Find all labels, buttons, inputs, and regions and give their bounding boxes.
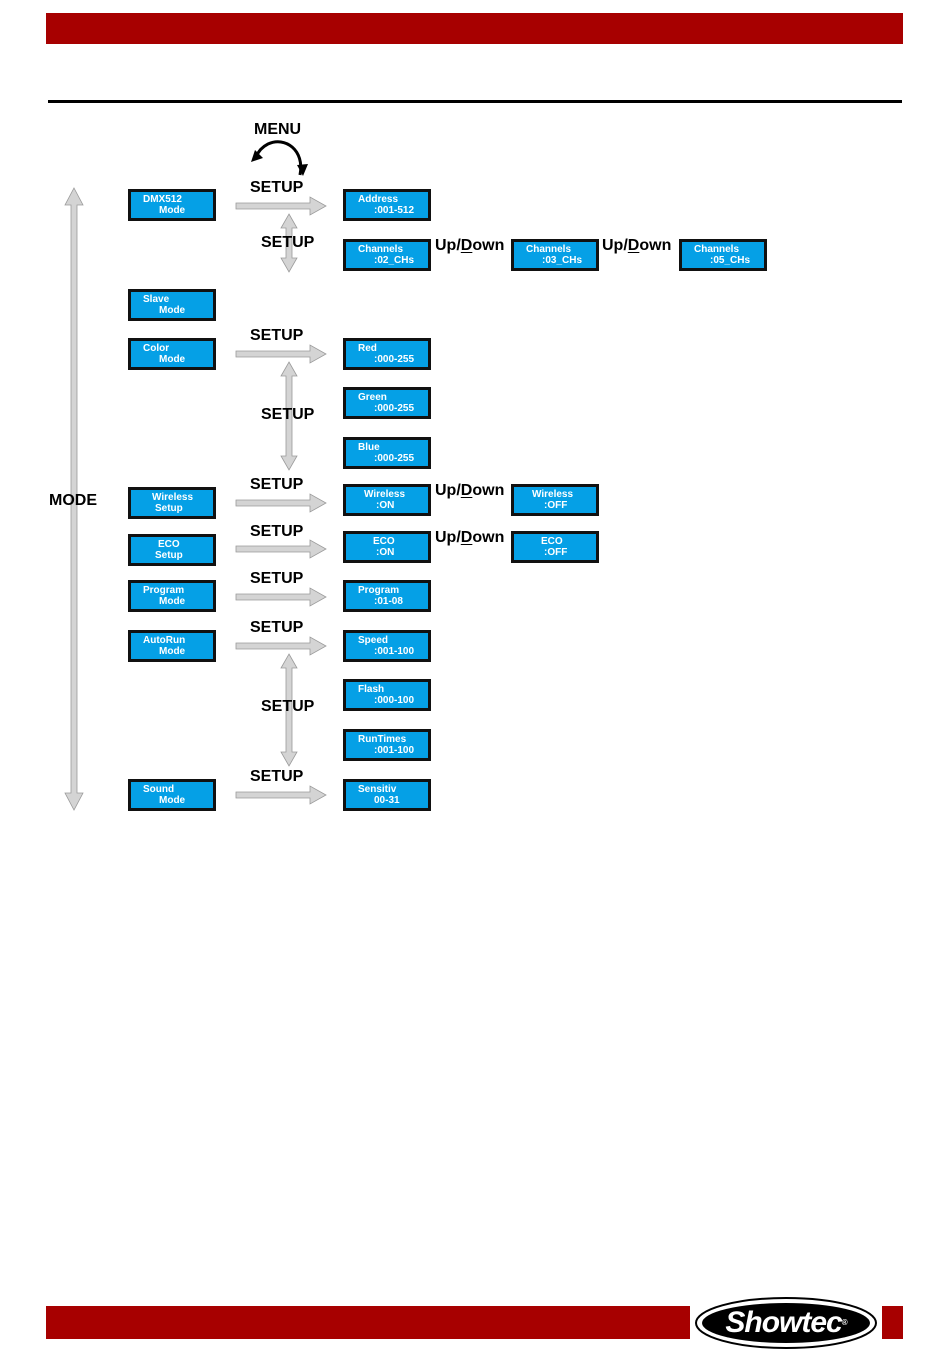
lcd-channels-03: Channels :03_CHs — [511, 239, 599, 271]
lcd-speed: Speed :001-100 — [343, 630, 431, 662]
setup-arrow-program — [235, 587, 327, 607]
updown-label-eco: Up/Down — [435, 529, 505, 546]
setup-vertical-arrow-dmx — [280, 213, 298, 273]
lcd-blue: Blue :000-255 — [343, 437, 431, 469]
lcd-flash: Flash :000-100 — [343, 679, 431, 711]
mode-vertical-arrow — [64, 187, 84, 811]
setup-vertical-arrow-color — [280, 361, 298, 471]
updown-label-channels-2: Up/Down — [602, 237, 672, 254]
menu-curved-arrow — [254, 140, 303, 176]
lcd-mode-color: Color Mode — [128, 338, 216, 370]
lcd-green: Green :000-255 — [343, 387, 431, 419]
setup-label-channels: SETUP — [261, 234, 315, 251]
setup-arrow-color — [235, 344, 327, 364]
showtec-logo — [695, 1297, 877, 1349]
menu-label: MENU — [254, 121, 302, 138]
setup-label-color: SETUP — [250, 327, 304, 344]
setup-arrow-wireless — [235, 493, 327, 513]
logo-text-main: Show — [725, 1306, 802, 1339]
setup-label-wireless: SETUP — [250, 476, 304, 493]
header-bar — [46, 13, 903, 44]
setup-label-sound: SETUP — [250, 768, 304, 785]
setup-label-color-cycle: SETUP — [261, 406, 315, 423]
logo-wordmark: Showtec® — [694, 1304, 878, 1342]
setup-label-autorun: SETUP — [250, 619, 304, 636]
setup-arrow-eco — [235, 539, 327, 559]
lcd-mode-sound: Sound Mode — [128, 779, 216, 811]
lcd-mode-program: Program Mode — [128, 580, 216, 612]
lcd-wireless-on: Wireless :ON — [343, 484, 431, 516]
setup-label-autorun-cycle: SETUP — [261, 698, 315, 715]
setup-label-dmx: SETUP — [250, 179, 304, 196]
setup-arrow-dmx — [235, 196, 327, 216]
setup-arrow-autorun — [235, 636, 327, 656]
lcd-eco-off: ECO :OFF — [511, 531, 599, 563]
lcd-mode-wireless: Wireless Setup — [128, 487, 216, 519]
footer-bar-end — [882, 1306, 903, 1339]
lcd-channels-02: Channels :02_CHs — [343, 239, 431, 271]
header-rule — [48, 100, 902, 103]
lcd-mode-dmx512: DMX512 Mode — [128, 189, 216, 221]
lcd-eco-on: ECO :ON — [343, 531, 431, 563]
lcd-program: Program :01-08 — [343, 580, 431, 612]
lcd-wireless-off: Wireless :OFF — [511, 484, 599, 516]
setup-arrow-sound — [235, 785, 327, 805]
setup-label-eco: SETUP — [250, 523, 304, 540]
updown-label-wireless: Up/Down — [435, 482, 505, 499]
lcd-mode-eco: ECO Setup — [128, 534, 216, 566]
lcd-mode-slave: Slave Mode — [128, 289, 216, 321]
lcd-channels-05: Channels :05_CHs — [679, 239, 767, 271]
lcd-runtimes: RunTimes :001-100 — [343, 729, 431, 761]
registered-mark: ® — [841, 1318, 848, 1327]
updown-label-channels-1: Up/Down — [435, 237, 505, 254]
setup-label-program: SETUP — [250, 570, 304, 587]
lcd-address: Address :001-512 — [343, 189, 431, 221]
logo-text-tail: tec — [801, 1306, 842, 1339]
lcd-sensitiv: Sensitiv 00-31 — [343, 779, 431, 811]
mode-label: MODE — [49, 492, 97, 509]
setup-vertical-arrow-autorun — [280, 653, 298, 767]
footer-bar — [46, 1306, 690, 1339]
lcd-mode-autorun: AutoRun Mode — [128, 630, 216, 662]
lcd-red: Red :000-255 — [343, 338, 431, 370]
